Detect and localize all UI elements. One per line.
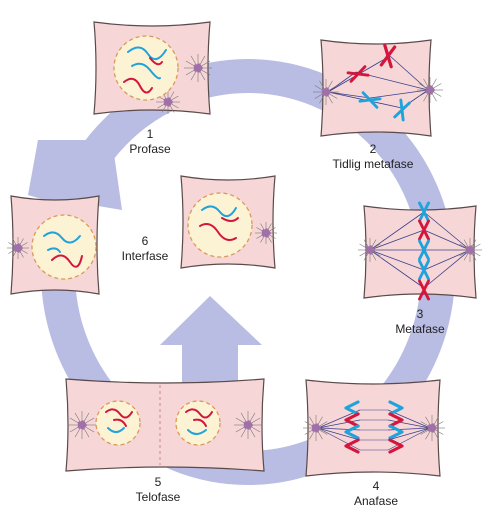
stage-name: Tidlig metafase bbox=[333, 157, 414, 171]
cell-early-metaphase bbox=[313, 39, 443, 137]
aster bbox=[417, 77, 443, 103]
centrosome bbox=[365, 245, 375, 255]
stage-number: 2 bbox=[370, 142, 377, 156]
stage-number: 3 bbox=[417, 307, 424, 321]
stage-label-interphase: 6 Interfase bbox=[122, 234, 169, 263]
aster bbox=[458, 238, 482, 262]
chromatin-blue bbox=[47, 247, 61, 253]
cell-interphase-center bbox=[180, 175, 277, 269]
cell-membrane bbox=[305, 379, 441, 477]
stage-name: Interfase bbox=[122, 249, 169, 263]
chromatin-blue bbox=[131, 62, 161, 80]
cell-illustrations bbox=[7, 21, 482, 477]
aster bbox=[68, 411, 96, 439]
chromatin-blue bbox=[107, 427, 125, 433]
cell-interphase-left bbox=[7, 195, 100, 295]
centrosome bbox=[77, 420, 87, 430]
chromatin-red bbox=[123, 77, 153, 94]
aster bbox=[234, 411, 262, 439]
chromatid bbox=[388, 400, 404, 416]
aster bbox=[419, 415, 445, 441]
stage-name: Profase bbox=[129, 142, 171, 156]
centrosome bbox=[163, 97, 173, 107]
aster bbox=[255, 222, 277, 244]
stage-name: Metafase bbox=[395, 322, 445, 336]
stage-number: 1 bbox=[147, 127, 154, 141]
cell-telophase bbox=[65, 378, 265, 472]
chromatin-red bbox=[221, 217, 239, 222]
nuclear-envelope bbox=[95, 400, 141, 446]
spindle-fibers bbox=[369, 211, 471, 289]
chromatin-blue bbox=[201, 205, 237, 218]
stage-label-metaphase: 3 Metafase bbox=[395, 307, 445, 336]
stage-label-telophase: 5 Telofase bbox=[136, 475, 181, 504]
chromosome bbox=[393, 98, 411, 122]
chromosome bbox=[418, 239, 430, 261]
chromosome bbox=[418, 201, 430, 223]
stage-label-early-metaphase: 2 Tidlig metafase bbox=[333, 142, 414, 171]
chromosome bbox=[418, 219, 430, 241]
aster bbox=[313, 79, 339, 105]
cell-membrane bbox=[320, 39, 432, 137]
centrosome bbox=[311, 423, 321, 433]
centrosome bbox=[321, 87, 331, 97]
stage-number: 4 bbox=[373, 479, 380, 493]
chromatin-red bbox=[105, 408, 133, 419]
nuclear-envelope bbox=[187, 192, 253, 258]
chromatin-red bbox=[193, 418, 207, 427]
chromatin-red bbox=[199, 223, 237, 241]
aster bbox=[7, 237, 29, 259]
chromatid bbox=[344, 438, 360, 454]
chromatid bbox=[344, 424, 360, 440]
chromatin-red bbox=[185, 408, 213, 419]
chromatid bbox=[344, 400, 360, 416]
stage-number: 6 bbox=[142, 234, 149, 248]
chromosome bbox=[418, 279, 430, 301]
chromosome bbox=[358, 91, 382, 109]
aster bbox=[358, 238, 382, 262]
cell-metaphase bbox=[358, 201, 482, 301]
chromatin-red bbox=[149, 57, 163, 66]
chromatid bbox=[388, 438, 404, 454]
stage-name: Telofase bbox=[136, 490, 181, 504]
stage-name: Anafase bbox=[354, 494, 398, 508]
centrosome bbox=[465, 245, 475, 255]
nuclear-envelope bbox=[31, 214, 97, 280]
aster bbox=[303, 415, 329, 441]
centrosome bbox=[13, 243, 23, 253]
chromosome bbox=[346, 65, 370, 83]
nuclear-envelope bbox=[175, 400, 221, 446]
cell-membrane bbox=[363, 205, 477, 299]
chromatid bbox=[388, 412, 404, 428]
cell-prophase bbox=[93, 21, 212, 115]
aster bbox=[184, 54, 212, 82]
chromosome bbox=[379, 43, 397, 69]
centrosome bbox=[261, 228, 271, 238]
centrosome bbox=[425, 85, 435, 95]
cell-anaphase bbox=[303, 379, 445, 477]
chromatin-blue bbox=[127, 46, 167, 61]
chromatin-red bbox=[113, 418, 127, 427]
chromatin-blue bbox=[43, 231, 81, 244]
chromosome bbox=[418, 259, 430, 281]
chromatid bbox=[344, 412, 360, 428]
centrosome bbox=[243, 420, 253, 430]
centrosome bbox=[427, 423, 437, 433]
chromatid bbox=[388, 424, 404, 440]
chromatin-blue bbox=[187, 429, 207, 435]
chromatin-red bbox=[51, 254, 83, 268]
stage-label-anaphase: 4 Anafase bbox=[354, 479, 398, 508]
centrosome bbox=[193, 63, 203, 73]
cycle-arrowhead-center bbox=[160, 296, 262, 398]
nuclear-envelope bbox=[113, 35, 179, 101]
stage-label-prophase: 1 Profase bbox=[129, 127, 171, 156]
stage-number: 5 bbox=[155, 475, 162, 489]
